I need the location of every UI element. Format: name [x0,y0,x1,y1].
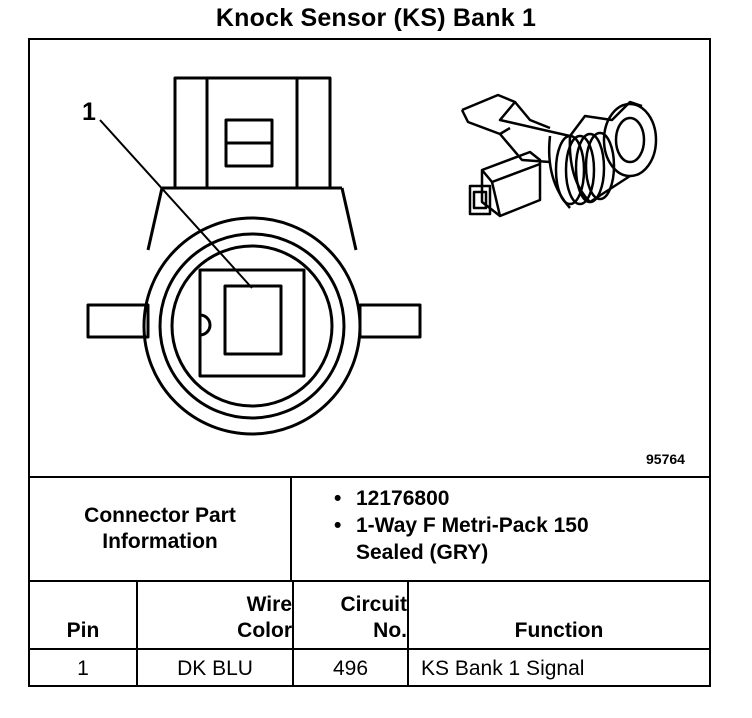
header-pin: Pin [30,582,136,648]
header-function-label: Function [514,619,604,642]
left-mount-tab [86,303,150,339]
latch-housing [173,76,332,190]
connector-description-line1: 1-Way F Metri-Pack 150 [332,512,702,539]
callout-number: 1 [82,98,96,126]
latch-inner [205,76,299,190]
connector-description-line2: Sealed (GRY) [356,541,489,564]
connector-drawing: 1 [82,76,658,436]
info-divider [290,476,292,582]
header-wire-line2: Color [237,619,292,642]
row-1-pin: 1 [77,656,89,680]
col-divider-2 [292,580,294,687]
table-top-border [28,476,711,478]
header-wire-color: Wire Color [138,582,292,648]
connector-info-label-line1: Connector Part [84,504,236,527]
table-info-separator [28,580,711,582]
key-notch [199,313,212,337]
connector-info-details: 12176800 1-Way F Metri-Pack 150 Sealed (… [332,485,702,566]
page-title: Knock Sensor (KS) Bank 1 [215,4,537,32]
header-wire-line1: Wire [246,593,292,616]
connector-diagram: 1 [30,40,709,476]
row-1-wire-color: DK BLU [177,656,253,680]
row-1-function: KS Bank 1 Signal [421,656,585,680]
header-circuit-line2: No. [373,619,407,642]
connector-3d-view [460,93,658,218]
right-mount-tab [358,303,422,339]
connector-info-label: Connector Part Information [30,478,290,580]
header-circuit-line1: Circuit [340,593,407,616]
table-header-separator [28,648,711,650]
figure-number: 95764 [646,451,685,467]
terminal-cavity [198,268,306,378]
outer-ring [142,216,362,436]
middle-ring [158,232,346,420]
header-function: Function [409,582,709,648]
inner-ring [170,244,334,408]
pin-1-terminal [223,284,283,356]
col-divider-1 [136,580,138,687]
connector-info-label-line2: Information [102,530,218,553]
connector-frame [28,38,711,687]
header-circuit: Circuit No. [294,582,407,648]
row-1-circuit: 496 [332,656,369,680]
part-number: 12176800 [332,485,702,512]
header-pin-label: Pin [66,619,100,642]
col-divider-3 [407,580,409,687]
callout-leader [99,119,253,289]
